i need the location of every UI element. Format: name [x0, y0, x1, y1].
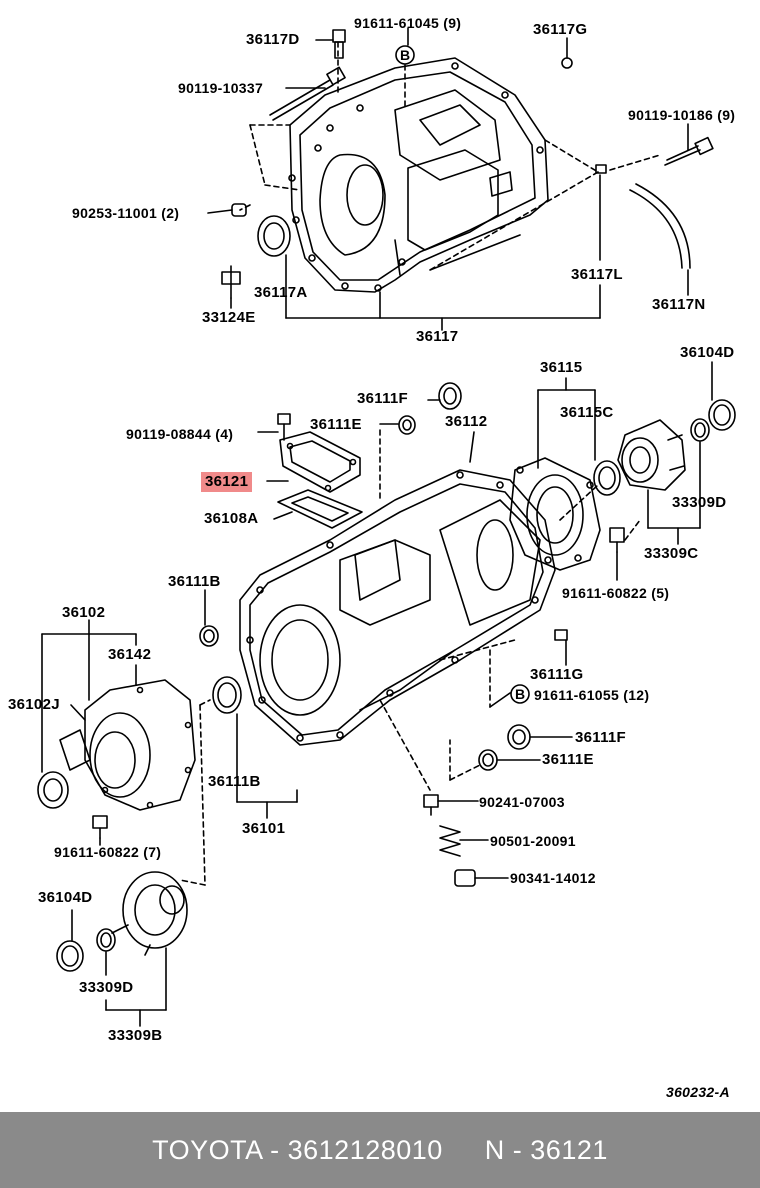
part-label-91611-61045[interactable]: 91611-61045 (9)	[354, 15, 462, 31]
part-label-91611-60822-right[interactable]: 91611-60822 (5)	[562, 585, 670, 601]
bolt-90119-10337	[269, 66, 346, 121]
bolt-36117D	[332, 29, 346, 59]
ball-90341-14012	[454, 869, 476, 887]
part-label-36111F-top[interactable]: 36111F	[357, 390, 409, 407]
part-label-36111G[interactable]: 36111G	[530, 666, 584, 683]
part-label-36115C[interactable]: 36115C	[560, 404, 614, 421]
breather-33124E	[221, 265, 241, 299]
footer-reference-number: N - 36121	[484, 1134, 608, 1165]
main-dashed-guides	[179, 429, 641, 886]
washer-36111E-bottom	[478, 749, 498, 771]
pin-36111G	[554, 629, 568, 641]
exploded-parts-diagram: B B 36117D 91611-61045 (9) 36117G 90119-…	[8, 15, 736, 1100]
part-label-36117[interactable]: 36117	[416, 328, 459, 345]
transfer-case-main	[239, 469, 556, 746]
part-label-90241-07003[interactable]: 90241-07003	[479, 794, 565, 810]
seal-33309D-bottom	[96, 928, 116, 952]
part-label-36111F-bottom[interactable]: 36111F	[575, 729, 627, 746]
b-marker-bottom: B	[515, 686, 526, 702]
cover-36121	[279, 431, 361, 493]
flange-33309C	[617, 419, 686, 491]
bearing-36115C	[593, 460, 621, 496]
part-label-36142[interactable]: 36142	[108, 646, 152, 663]
gasket-36108A	[277, 489, 363, 529]
b-marker-circle-top	[395, 45, 415, 65]
part-label-33309D-right[interactable]: 33309D	[672, 494, 727, 511]
part-label-90253-11001[interactable]: 90253-11001 (2)	[72, 205, 180, 221]
footer-bar: TOYOTA - 3612128010 N - 36121	[0, 1112, 760, 1188]
part-label-36111E-bottom[interactable]: 36111E	[542, 751, 594, 768]
part-label-36115[interactable]: 36115	[540, 359, 583, 376]
b-marker-top: B	[400, 47, 411, 63]
part-label-36104D-top[interactable]: 36104D	[680, 344, 735, 361]
part-label-36112[interactable]: 36112	[445, 413, 488, 430]
part-label-91611-61055[interactable]: 91611-61055 (12)	[534, 687, 650, 703]
leader-lines	[41, 27, 713, 1027]
plug-36111F-bottom	[507, 724, 531, 750]
part-label-90119-08844[interactable]: 90119-08844 (4)	[126, 426, 234, 442]
part-label-36117A[interactable]: 36117A	[254, 284, 308, 301]
part-label-90119-10186[interactable]: 90119-10186 (9)	[628, 107, 736, 123]
part-label-90119-10337[interactable]: 90119-10337	[178, 80, 264, 96]
part-label-36121-highlighted[interactable]: 36121	[201, 472, 253, 492]
bolt-91611-60822-right	[609, 527, 625, 553]
part-label-36101[interactable]: 36101	[242, 820, 286, 837]
hose-36117N	[629, 183, 691, 269]
flange-33309B	[111, 871, 188, 956]
part-label-36111B-bottom[interactable]: 36111B	[208, 773, 261, 790]
washer-36111E-top	[398, 415, 416, 435]
spring-90501-20091	[439, 825, 461, 857]
part-label-33124E[interactable]: 33124E	[202, 309, 256, 326]
part-label-33309D-bottom[interactable]: 33309D	[79, 979, 134, 996]
part-label-36117N[interactable]: 36117N	[652, 296, 706, 313]
part-label-36117L[interactable]: 36117L	[571, 266, 623, 283]
footer-brand-part-number: TOYOTA - 3612128010	[152, 1134, 443, 1165]
part-label-36104D-bottom[interactable]: 36104D	[38, 889, 93, 906]
front-housing-36102	[59, 679, 196, 811]
bolt-90119-08844	[277, 413, 291, 441]
seal-36117A	[257, 215, 291, 257]
extension-housing-36115	[509, 457, 601, 571]
upper-dashed-guides	[239, 41, 661, 271]
part-label-36117D[interactable]: 36117D	[246, 31, 300, 48]
diagram-drawing	[37, 27, 736, 1027]
bolt-90119-10186	[664, 136, 714, 166]
nut-36104D-bottom	[56, 940, 84, 972]
nut-36104D-right	[708, 399, 736, 431]
part-label-36111E-top[interactable]: 36111E	[310, 416, 362, 433]
diagram-code: 360232-A	[666, 1084, 730, 1100]
plug-36117G	[561, 57, 573, 69]
b-marker-circle-bottom	[510, 684, 530, 704]
part-label-36102[interactable]: 36102	[62, 604, 106, 621]
seal-36111B-top	[199, 625, 219, 647]
plug-90241-07003	[423, 794, 439, 816]
part-label-91611-60822-left[interactable]: 91611-60822 (7)	[54, 844, 162, 860]
part-label-36102J[interactable]: 36102J	[8, 696, 60, 713]
dowel-90253-11001	[231, 203, 247, 217]
part-label-36108A[interactable]: 36108A	[204, 510, 259, 527]
transfer-case-upper	[288, 57, 549, 293]
part-label-36117G[interactable]: 36117G	[533, 21, 588, 38]
seal-33309D-right	[690, 418, 710, 442]
part-label-90341-14012[interactable]: 90341-14012	[510, 870, 596, 886]
pin-36117L	[595, 164, 607, 174]
seal-36102J	[37, 771, 69, 809]
part-label-33309C[interactable]: 33309C	[644, 545, 699, 562]
part-label-33309B[interactable]: 33309B	[108, 1027, 163, 1044]
part-label-90501-20091[interactable]: 90501-20091	[490, 833, 576, 849]
part-label-36111B-top[interactable]: 36111B	[168, 573, 221, 590]
bolt-91611-60822-left	[92, 815, 108, 839]
plug-36111F-top	[438, 382, 462, 410]
seal-36111B-bottom	[212, 676, 242, 714]
